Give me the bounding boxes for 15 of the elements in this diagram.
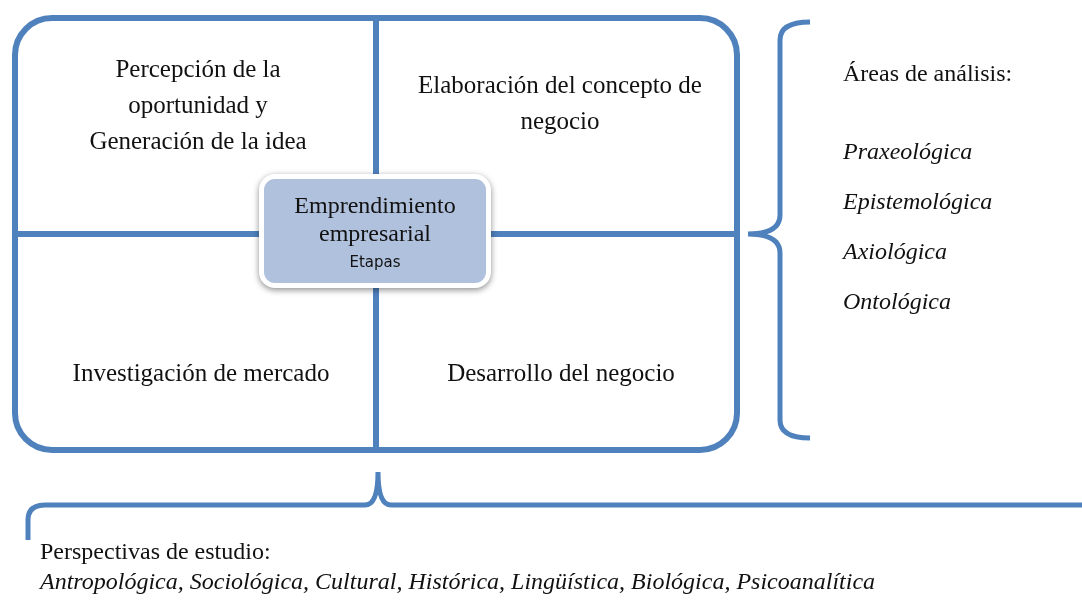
rounded-frame bbox=[12, 15, 740, 453]
list-item: Axiológica bbox=[843, 238, 947, 265]
stage-text: Investigación de mercado bbox=[36, 353, 366, 393]
list-item: Epistemológica bbox=[843, 188, 993, 215]
box-subtitle: Etapas bbox=[349, 253, 401, 271]
stage-text: Desarrollo del negocio bbox=[396, 353, 726, 393]
center-box bbox=[259, 174, 491, 288]
heading-text: Perspectivas de estudio: bbox=[40, 538, 271, 565]
list-item: Praxeológica bbox=[843, 138, 973, 165]
heading-text: Áreas de análisis: bbox=[843, 60, 1013, 87]
list-text: Antropológica, Sociológica, Cultural, Histórica, Lingüística, Biológica, Psicoanalítica bbox=[40, 568, 876, 595]
stage-text: Elaboración del concepto de negocio bbox=[400, 65, 720, 141]
list-item: Ontológica bbox=[843, 288, 951, 315]
box-title: Emprendimiento empresarial bbox=[293, 191, 457, 247]
stage-text: Percepción de la oportunidad y Generación de la idea bbox=[68, 45, 328, 165]
